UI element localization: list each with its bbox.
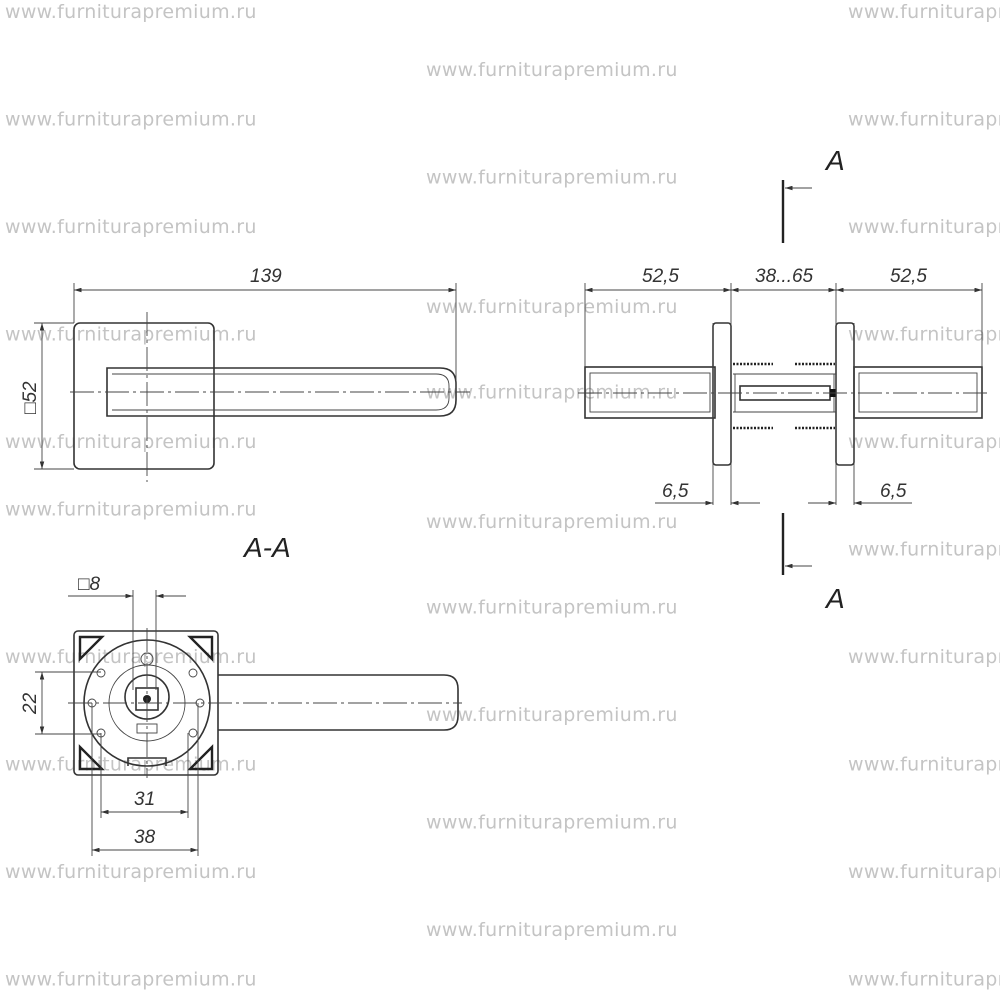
watermark-text: www.furniturapremium.ru bbox=[848, 431, 1000, 453]
watermark-text: www.furniturapremium.ru bbox=[848, 324, 1000, 346]
dimension-6-5-right: 6,5 bbox=[880, 481, 907, 502]
watermark-text: www.furniturapremium.ru bbox=[5, 324, 257, 346]
section-lever bbox=[218, 674, 459, 731]
watermark-text: www.furniturapremium.ru bbox=[426, 296, 678, 318]
dimension-38: 38 bbox=[134, 827, 156, 848]
section-marker-bottom: A bbox=[824, 583, 845, 614]
dimension-8: □8 bbox=[78, 574, 100, 595]
lever-outline bbox=[106, 367, 457, 417]
watermark-text: www.furniturapremium.ru bbox=[5, 431, 257, 453]
lever-right bbox=[853, 366, 983, 419]
watermark-text: www.furniturapremium.ru bbox=[426, 511, 678, 533]
section-marker-top: A bbox=[824, 145, 845, 176]
lever-left bbox=[584, 366, 716, 419]
watermark-text: www.furniturapremium.ru bbox=[426, 382, 678, 404]
watermark-text: www.furniturapremium.ru bbox=[5, 861, 257, 883]
watermark-text: www.furniturapremium.ru bbox=[426, 597, 678, 619]
watermark-text: www.furniturapremium.ru bbox=[5, 969, 257, 991]
watermark-text: www.furniturapremium.ru bbox=[848, 754, 1000, 776]
watermark-text: www.furniturapremium.ru bbox=[848, 109, 1000, 131]
watermark-text: www.furniturapremium.ru bbox=[848, 969, 1000, 991]
watermark-text: www.furniturapremium.ru bbox=[5, 109, 257, 131]
watermark-text: www.furniturapremium.ru bbox=[426, 704, 678, 726]
dimension-52-5-right: 52,5 bbox=[890, 266, 927, 287]
dimension-31: 31 bbox=[134, 789, 155, 810]
dimension-52-5-left: 52,5 bbox=[642, 266, 679, 287]
dimension-139: 139 bbox=[250, 266, 282, 287]
watermark-text: www.furniturapremium.ru bbox=[426, 812, 678, 834]
dimension-6-5-left: 6,5 bbox=[662, 481, 689, 502]
watermark-text: www.furniturapremium.ru bbox=[848, 539, 1000, 561]
dimension-22: 22 bbox=[20, 692, 41, 715]
watermark-text: www.furniturapremium.ru bbox=[5, 499, 257, 521]
section-title: A-A bbox=[242, 532, 291, 563]
watermark-layer: www.furniturapremium.ru www.furnituraprem… bbox=[5, 1, 1000, 991]
watermark-text: www.furniturapremium.ru bbox=[5, 1, 257, 23]
watermark-text: www.furniturapremium.ru bbox=[5, 216, 257, 238]
watermark-text: www.furniturapremium.ru bbox=[426, 59, 678, 81]
section-view: A-A □8 22 31 38 bbox=[20, 532, 462, 856]
watermark-text: www.furniturapremium.ru bbox=[848, 1, 1000, 23]
rose-outline bbox=[73, 322, 215, 470]
watermark-text: www.furniturapremium.ru bbox=[848, 646, 1000, 668]
dimension-52: □52 bbox=[20, 381, 41, 414]
watermark-text: www.furniturapremium.ru bbox=[5, 646, 257, 668]
side-view: 52,5 38...65 52,5 6,5 6,5 A A bbox=[578, 145, 988, 614]
dimension-38-65: 38...65 bbox=[755, 266, 814, 287]
watermark-text: www.furniturapremium.ru bbox=[848, 861, 1000, 883]
front-view: 139 □52 bbox=[20, 266, 470, 482]
watermark-text: www.furniturapremium.ru bbox=[848, 216, 1000, 238]
watermark-text: www.furniturapremium.ru bbox=[426, 167, 678, 189]
watermark-text: www.furniturapremium.ru bbox=[426, 919, 678, 941]
